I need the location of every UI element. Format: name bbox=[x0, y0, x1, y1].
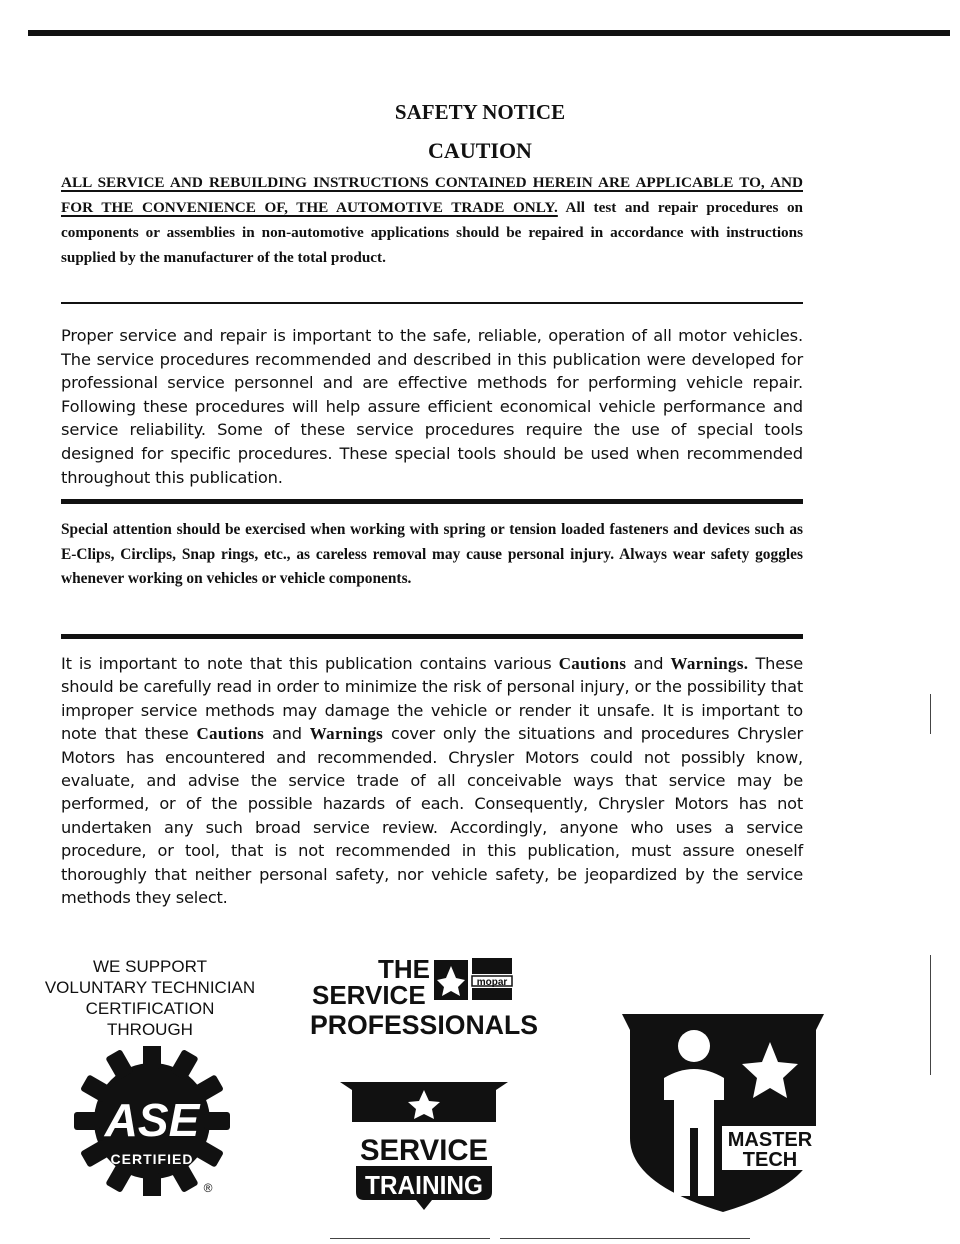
p3-text-1: It is important to note that this public… bbox=[61, 654, 559, 673]
p3-text-3: cover only the situations and procedures… bbox=[61, 724, 803, 908]
divider-thick-2 bbox=[61, 634, 803, 639]
p3-cautions: Cautions bbox=[558, 654, 627, 673]
ase-main-text: ASE bbox=[104, 1094, 201, 1146]
support-line-3: CERTIFICATION bbox=[85, 999, 215, 1018]
p3-and-1: and bbox=[626, 654, 671, 673]
support-line-2: VOLUNTARY TECHNICIAN bbox=[44, 978, 256, 997]
p3-cautions-2: Cautions bbox=[196, 724, 265, 744]
caution-rest-text: All test and repair procedures on compon… bbox=[61, 199, 803, 266]
scan-mark-4 bbox=[500, 1238, 750, 1239]
page-subtitle: CAUTION bbox=[428, 138, 532, 163]
service-professionals-logo: THE SERVICE PROFESSIONALS mopar bbox=[310, 954, 538, 1040]
top-border bbox=[28, 30, 950, 36]
pentastar-icon bbox=[408, 1090, 440, 1119]
service-training-logo: SERVICE TRAINING bbox=[340, 1082, 508, 1210]
technician-figure-icon bbox=[664, 1030, 724, 1198]
sp-service-text: SERVICE bbox=[312, 980, 426, 1010]
page-title: SAFETY NOTICE bbox=[394, 100, 566, 124]
paragraph-cautions-warnings: It is important to note that this public… bbox=[61, 652, 803, 909]
p3-and-2: and bbox=[264, 724, 310, 744]
mt-master-text: MASTER bbox=[728, 1129, 813, 1151]
pentastar-icon bbox=[434, 960, 468, 1000]
scan-mark-1 bbox=[930, 694, 931, 734]
pentastar-icon bbox=[742, 1042, 798, 1098]
divider-thin bbox=[61, 302, 803, 304]
master-tech-logo: MASTER TECH bbox=[622, 1014, 824, 1212]
p3-warnings-2: Warnings bbox=[309, 724, 384, 744]
support-line-4: THROUGH bbox=[107, 1020, 193, 1039]
caution-underlined-text: ALL SERVICE AND REBUILDING INSTRUCTIONS … bbox=[61, 174, 803, 216]
scan-mark-3 bbox=[330, 1238, 490, 1239]
support-line-1: WE SUPPORT bbox=[93, 957, 207, 976]
p3-warnings: Warnings. bbox=[670, 654, 749, 673]
ase-certified-text: CERTIFIED bbox=[111, 1151, 194, 1167]
ase-registered-mark: ® bbox=[204, 1181, 213, 1195]
paragraph-special-attention: Special attention should be exercised wh… bbox=[61, 521, 803, 587]
caution-notice: ALL SERVICE AND REBUILDING INSTRUCTIONS … bbox=[61, 170, 803, 270]
mopar-badge: mopar bbox=[471, 958, 513, 1000]
st-service-text: SERVICE bbox=[360, 1134, 488, 1167]
gear-icon bbox=[74, 1046, 230, 1196]
mt-tech-text: TECH bbox=[743, 1149, 797, 1171]
sp-professionals-text: PROFESSIONALS bbox=[310, 1010, 538, 1040]
support-statement: WE SUPPORT VOLUNTARY TECHNICIAN CERTIFIC… bbox=[0, 956, 300, 1040]
mopar-text: mopar bbox=[477, 977, 508, 988]
scan-mark-2 bbox=[930, 955, 931, 1075]
ase-certified-logo: ASE CERTIFIED ® bbox=[74, 1046, 230, 1196]
divider-thick-1 bbox=[61, 499, 803, 504]
st-training-text: TRAINING bbox=[365, 1170, 483, 1200]
sp-the-text: THE bbox=[378, 954, 430, 984]
paragraph-service-repair: Proper service and repair is important t… bbox=[61, 326, 803, 487]
p3-text-2: These should be carefully read in order … bbox=[61, 654, 803, 744]
